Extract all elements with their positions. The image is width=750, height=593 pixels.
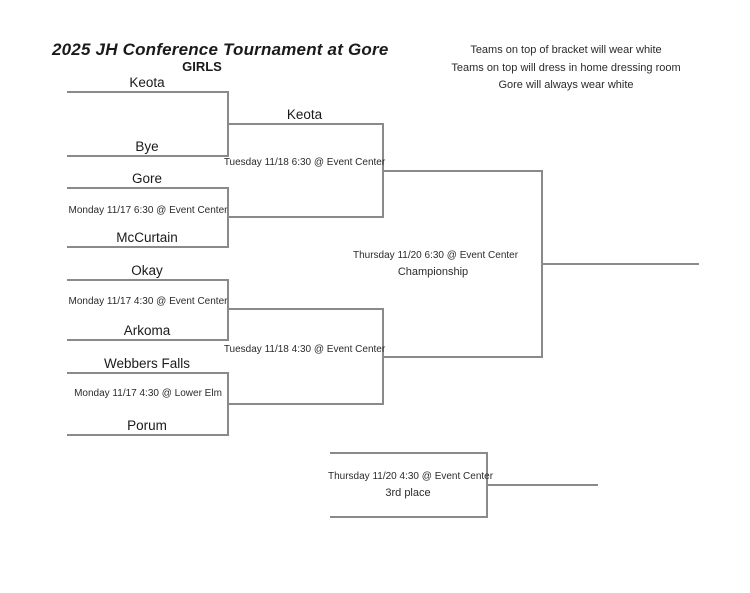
semifinal2-info: Tuesday 11/18 4:30 @ Event Center	[223, 344, 386, 355]
semifinal2-top-line	[227, 308, 382, 310]
final-bottom-line	[382, 356, 541, 358]
game4-info: Monday 11/17 4:30 @ Lower Elm	[74, 388, 222, 399]
page-title: 2025 JH Conference Tournament at Gore	[52, 40, 389, 59]
final-top-line	[382, 170, 541, 172]
team-label-arkoma: Arkoma	[123, 323, 171, 338]
slot-line-arkoma	[67, 339, 227, 341]
third-place-top-line	[330, 452, 486, 454]
game2-info: Monday 11/17 6:30 @ Event Center	[68, 205, 228, 216]
slot-line-porum	[67, 434, 227, 436]
slot-line-gore	[67, 187, 227, 189]
note-line-2: Teams on top will dress in home dressing…	[451, 61, 681, 74]
note-line-1: Teams on top of bracket will wear white	[470, 44, 662, 56]
slot-line-okay	[67, 279, 227, 281]
slot-line-keota	[67, 91, 227, 93]
team-label-okay: Okay	[131, 263, 163, 278]
championship-label: Championship	[397, 266, 469, 278]
game3-connector	[227, 279, 229, 341]
semifinal1-info: Tuesday 11/18 6:30 @ Event Center	[223, 157, 386, 168]
team-label-bye: Bye	[135, 139, 159, 154]
game3-info: Monday 11/17 4:30 @ Event Center	[68, 296, 228, 307]
slot-line-bye	[67, 155, 227, 157]
page-subtitle: GIRLS	[182, 59, 222, 74]
note-line-3: Gore will always wear white	[498, 79, 634, 91]
championship-info: Thursday 11/20 6:30 @ Event Center	[353, 250, 519, 261]
team-label-porum: Porum	[127, 418, 167, 433]
third-place-winner-line	[486, 484, 598, 486]
dress-code-notes: Teams on top of bracket will wear white …	[426, 42, 706, 95]
champion-winner-line	[541, 263, 699, 265]
team-label-mccurtain: McCurtain	[116, 230, 178, 245]
semifinal1-bottom-line	[227, 216, 382, 218]
semifinal1-top-line	[227, 123, 382, 125]
third-place-label: 3rd place	[385, 487, 431, 499]
third-place-info: Thursday 11/20 4:30 @ Event Center	[328, 471, 494, 482]
semifinal1-advanced-team-label: Keota	[286, 107, 323, 122]
third-place-bottom-line	[330, 516, 486, 518]
team-label-webbers-falls: Webbers Falls	[103, 356, 191, 371]
semifinal2-bottom-line	[227, 403, 382, 405]
team-label-keota: Keota	[129, 75, 165, 90]
team-label-gore: Gore	[131, 171, 162, 186]
slot-line-mccurtain	[67, 246, 227, 248]
slot-line-webbers-falls	[67, 372, 227, 374]
